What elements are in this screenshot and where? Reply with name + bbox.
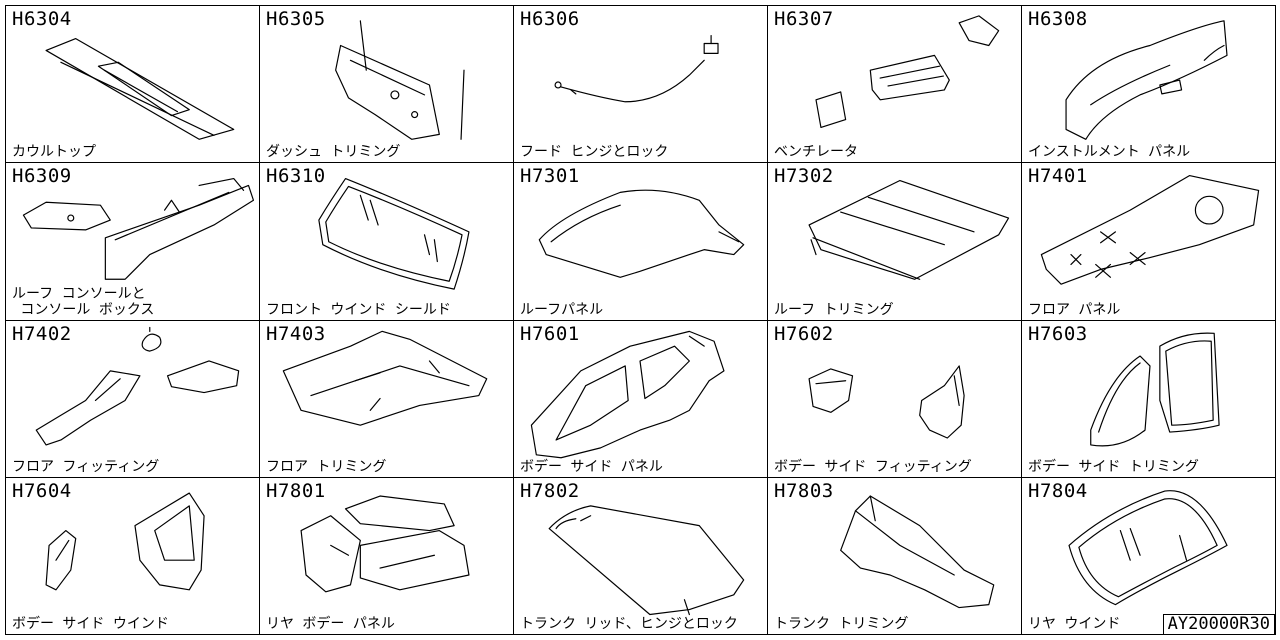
section-code: H7802 xyxy=(520,479,580,502)
console-icon xyxy=(22,178,255,281)
section-name: ルーフ コンソールと コンソール ボックス xyxy=(12,285,155,318)
section-h7802[interactable]: H7802 トランク リッド、ヒンジとロック xyxy=(513,476,768,635)
windshield-icon xyxy=(318,178,470,290)
cowl-top-icon xyxy=(45,37,235,140)
section-name: ボデー サイド フィッティング xyxy=(774,458,972,475)
section-name: ルーフパネル xyxy=(520,301,604,318)
section-code: H7301 xyxy=(520,165,580,188)
instrument-panel-icon xyxy=(1065,20,1228,140)
section-name: フロア パネル xyxy=(1028,301,1121,318)
section-h7801[interactable]: H7801 リヤ ボデー パネル xyxy=(259,476,514,635)
reference-code: AY20000R30 xyxy=(1162,614,1275,635)
section-h7401[interactable]: H7401 フロア パネル xyxy=(1021,162,1276,321)
section-code: H7601 xyxy=(520,322,580,345)
section-code: H7401 xyxy=(1028,165,1088,188)
section-name: ボデー サイド トリミング xyxy=(1028,458,1199,475)
rear-body-icon xyxy=(300,495,470,593)
section-h6309[interactable]: H6309 ルーフ コンソールと コンソール ボックス xyxy=(5,162,260,321)
section-h7301[interactable]: H7301 ルーフパネル xyxy=(513,162,768,321)
section-code: H7604 xyxy=(12,479,72,502)
roof-trim-icon xyxy=(808,180,1010,281)
trunk-lid-icon xyxy=(548,505,745,615)
section-h6307[interactable]: H6307 ベンチレータ xyxy=(767,5,1022,164)
floor-panel-icon xyxy=(1040,175,1260,286)
trunk-trim-icon xyxy=(840,495,995,608)
body-side-trim-icon xyxy=(1090,332,1220,446)
section-h6306[interactable]: H6306 フード ヒンジとロック xyxy=(513,5,768,164)
section-h7603[interactable]: H7603 ボデー サイド トリミング xyxy=(1021,319,1276,478)
section-code: H6310 xyxy=(266,165,326,188)
section-name: フード ヒンジとロック xyxy=(520,144,669,161)
section-code: H7803 xyxy=(774,479,834,502)
section-name: ボデー サイド ウインド xyxy=(12,616,169,632)
section-h6308[interactable]: H6308 インストルメント パネル xyxy=(1021,5,1276,164)
body-side-fitting-icon xyxy=(808,364,965,439)
section-code: H7402 xyxy=(12,322,72,345)
ventilator-icon xyxy=(815,15,1000,129)
section-h6305[interactable]: H6305 ダッシュ トリミング xyxy=(259,5,514,164)
section-code: H6309 xyxy=(12,165,72,188)
section-name: フロント ウインド シールド xyxy=(266,301,451,318)
section-h7804[interactable]: H7804 リヤ ウインド xyxy=(1021,476,1276,635)
section-code: H7302 xyxy=(774,165,834,188)
section-code: H7603 xyxy=(1028,322,1088,345)
section-code: H6306 xyxy=(520,8,580,30)
section-name: フロア フィッティング xyxy=(12,458,160,475)
section-h7302[interactable]: H7302 ルーフ トリミング xyxy=(767,162,1022,321)
section-code: H6308 xyxy=(1028,8,1088,30)
section-name: リヤ ボデー パネル xyxy=(266,616,395,632)
roof-panel-icon xyxy=(538,189,745,279)
rear-window-icon xyxy=(1068,489,1228,605)
section-name: カウルトップ xyxy=(12,144,96,161)
floor-trim-icon xyxy=(282,330,488,426)
section-name: ルーフ トリミング xyxy=(774,301,894,318)
section-name: フロア トリミング xyxy=(266,458,387,475)
section-h7604[interactable]: H7604 ボデー サイド ウインド xyxy=(5,476,260,635)
section-name: インストルメント パネル xyxy=(1028,144,1191,161)
parts-catalog-grid: H6304 カウルトップ H6305 ダッシュ トリミング H6306 フード ヒンジとロ… xyxy=(5,5,1276,635)
section-h7403[interactable]: H7403 フロア トリミング xyxy=(259,319,514,478)
section-name: トランク トリミング xyxy=(774,616,909,632)
section-h7601[interactable]: H7601 ボデー サイド パネル xyxy=(513,319,768,478)
section-code: H7602 xyxy=(774,322,834,345)
section-code: H7403 xyxy=(266,322,326,345)
section-code: H6307 xyxy=(774,8,834,30)
section-h6304[interactable]: H6304 カウルトップ xyxy=(5,5,260,164)
section-h6310[interactable]: H6310 フロント ウインド シールド xyxy=(259,162,514,321)
section-name: リヤ ウインド xyxy=(1028,616,1121,632)
floor-fitting-icon xyxy=(35,326,240,446)
section-h7402[interactable]: H7402 フロア フィッティング xyxy=(5,319,260,478)
section-code: H6304 xyxy=(12,8,72,30)
section-code: H7801 xyxy=(266,479,326,502)
dash-panel-icon xyxy=(335,20,465,140)
section-code: H7804 xyxy=(1028,479,1088,502)
body-side-panel-icon xyxy=(530,330,725,458)
side-window-icon xyxy=(45,492,205,591)
section-name: トランク リッド、ヒンジとロック xyxy=(520,616,738,632)
section-h7803[interactable]: H7803 トランク トリミング xyxy=(767,476,1022,635)
section-code: H6305 xyxy=(266,8,326,30)
section-name: ボデー サイド パネル xyxy=(520,458,663,475)
section-h7602[interactable]: H7602 ボデー サイド フィッティング xyxy=(767,319,1022,478)
section-name: ダッシュ トリミング xyxy=(266,144,401,161)
section-name: ベンチレータ xyxy=(774,144,858,161)
hood-cable-icon xyxy=(554,35,719,103)
